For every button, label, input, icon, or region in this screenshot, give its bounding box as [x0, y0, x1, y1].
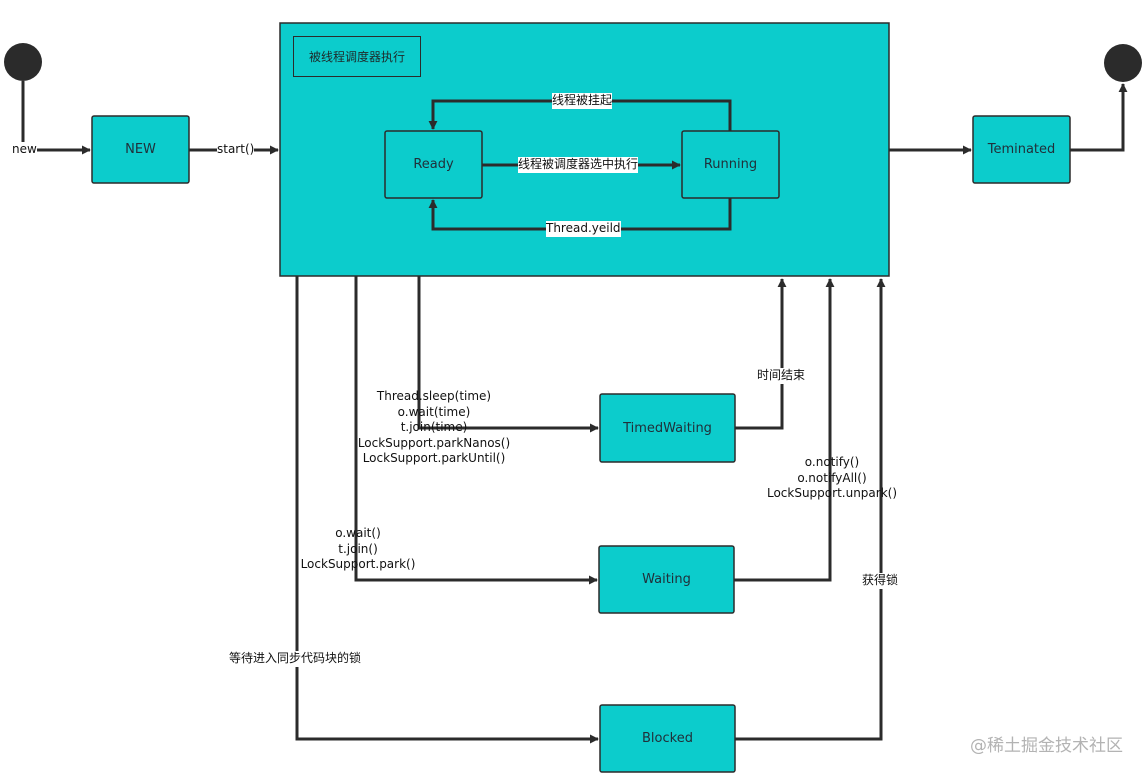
state-timed-waiting-label: TimedWaiting — [623, 420, 712, 436]
timed-call-park-nanos: LockSupport.parkNanos() — [357, 435, 511, 450]
wait-call-join: t.join() — [338, 541, 378, 556]
state-ready-label: Ready — [413, 157, 454, 172]
edge-block — [295, 276, 599, 744]
timed-call-sleep: Thread.sleep(time) — [376, 389, 492, 403]
edge-wait — [354, 276, 598, 585]
edge-new — [21, 81, 91, 155]
notify-call-unpark: LockSupport.unpark() — [766, 486, 898, 500]
state-waiting-label: Waiting — [642, 572, 691, 587]
edge-timed-wait — [417, 276, 599, 433]
notify-call-notify: o.notify() — [804, 455, 860, 469]
edge-start-label: start() — [217, 142, 255, 158]
wait-calls: o.wait() t.join() LockSupport.park() — [298, 526, 418, 573]
watermark: @稀土掘金技术社区 — [970, 736, 1123, 756]
edge-notify-return — [734, 278, 835, 582]
edge-suspended-label: 线程被挂起 — [552, 93, 613, 109]
timed-call-join: t.join(time) — [400, 420, 468, 434]
edge-end — [1070, 83, 1128, 152]
timed-call-park-until: LockSupport.parkUntil() — [362, 451, 506, 465]
edge-lock-return — [735, 278, 886, 741]
state-terminated-label: Teminated — [987, 142, 1056, 157]
timed-call-wait: o.wait(time) — [397, 404, 471, 419]
edge-time-end-label: 时间结束 — [757, 368, 806, 384]
edge-timeout-return — [735, 278, 787, 430]
edge-selected-label: 线程被调度器选中执行 — [518, 157, 639, 173]
final-state-dot — [1104, 44, 1142, 82]
edge-yield-label: Thread.yeild — [546, 221, 621, 237]
edge-acquire-lock-label: 获得锁 — [862, 573, 899, 589]
initial-state-dot — [4, 43, 42, 81]
notify-call-notify-all: o.notifyAll() — [797, 470, 867, 485]
notify-calls: o.notify() o.notifyAll() LockSupport.unp… — [764, 455, 900, 502]
timed-wait-calls: Thread.sleep(time) o.wait(time) t.join(t… — [354, 389, 514, 467]
state-blocked-label: Blocked — [642, 731, 693, 746]
state-new-label: NEW — [125, 142, 156, 157]
edge-wait-sync-lock-label: 等待进入同步代码块的锁 — [229, 651, 362, 667]
wait-call-wait: o.wait() — [335, 526, 381, 540]
state-running-label: Running — [703, 157, 758, 172]
wait-call-park: LockSupport.park() — [300, 557, 416, 571]
container-title: 被线程调度器执行 — [293, 36, 421, 77]
edge-new-label: new — [12, 142, 37, 158]
